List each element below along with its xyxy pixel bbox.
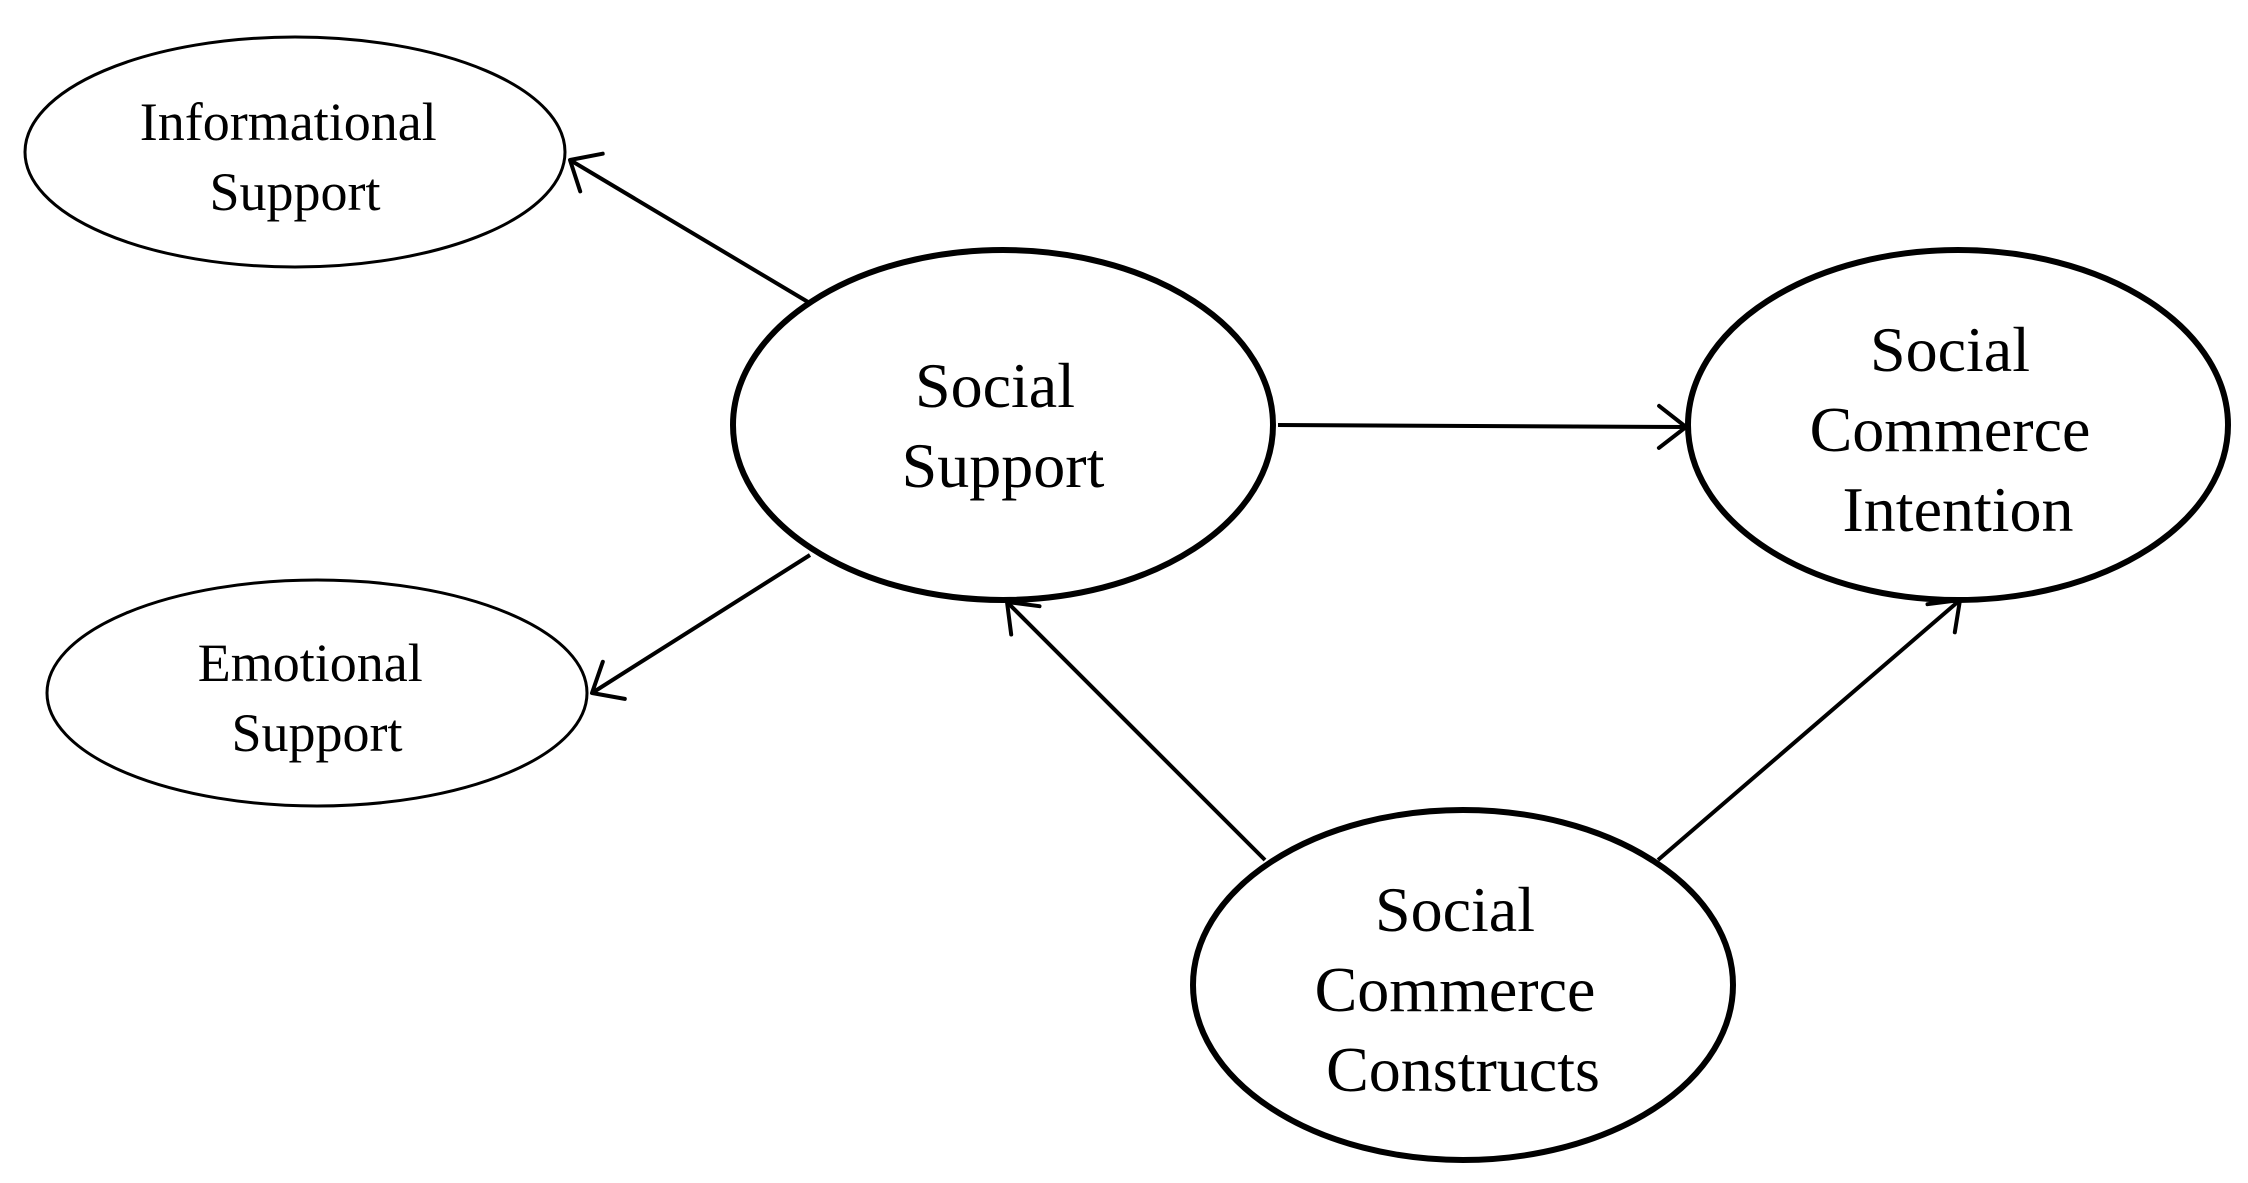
node-label: Social Support — [902, 350, 1105, 501]
node-social-commerce-intention: Social Commerce Intention — [1685, 247, 2231, 603]
node-social-commerce-constructs: Social Commerce Constructs — [1190, 807, 1736, 1163]
label-line: Intention — [1842, 474, 2073, 545]
node-ellipse — [23, 35, 567, 269]
node-label: Emotional Support — [198, 633, 436, 763]
label-line: Social — [1870, 314, 2030, 385]
node-label: Social Commerce Constructs — [1315, 874, 1612, 1105]
edge-line — [1277, 423, 1687, 429]
edge-social-support-to-social-commerce-intention — [1277, 403, 1688, 450]
label-line: Commerce — [1315, 954, 1596, 1025]
arrow-head — [568, 151, 605, 194]
edge-line — [590, 553, 812, 695]
edge-social-support-to-emotional-support — [590, 553, 812, 701]
node-ellipse — [1190, 807, 1736, 1163]
edge-social-commerce-constructs-to-social-support — [1005, 600, 1267, 862]
label-line: Support — [902, 430, 1105, 501]
edge-social-commerce-constructs-to-social-commerce-intention — [1656, 598, 1962, 862]
node-ellipse — [1685, 247, 2231, 603]
label-line: Social — [1375, 874, 1535, 945]
node-ellipse — [45, 578, 589, 808]
node-label: Social Commerce Intention — [1810, 314, 2107, 545]
node-social-support: Social Support — [730, 247, 1276, 603]
label-line: Support — [209, 162, 380, 222]
arrow-head — [590, 659, 627, 701]
edge-line — [568, 158, 810, 304]
label-line: Social — [915, 350, 1075, 421]
node-emotional-support: Emotional Support — [45, 578, 589, 808]
node-label: Informational Support — [140, 92, 450, 222]
label-line: Support — [231, 703, 402, 763]
node-ellipse — [730, 247, 1276, 603]
label-line: Commerce — [1810, 394, 2091, 465]
edge-social-support-to-informational-support — [568, 151, 810, 304]
label-line: Constructs — [1326, 1034, 1600, 1105]
label-line: Emotional — [198, 633, 423, 693]
edge-line — [1005, 600, 1267, 862]
edges — [568, 151, 1962, 862]
label-line: Informational — [140, 92, 437, 152]
node-informational-support: Informational Support — [23, 35, 567, 269]
edge-line — [1656, 598, 1962, 862]
